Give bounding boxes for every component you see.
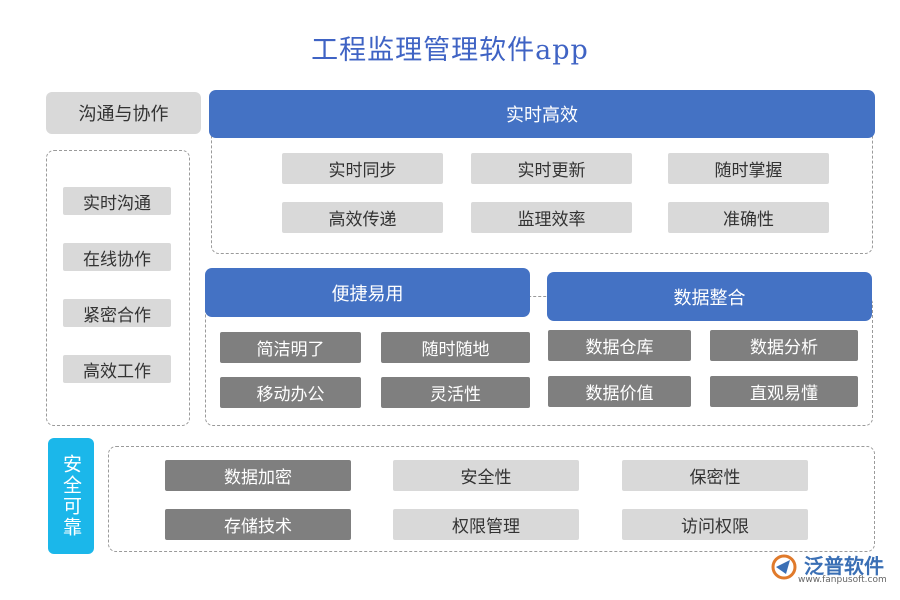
- security-item: 安全性: [393, 460, 579, 491]
- security-item: 数据加密: [165, 460, 351, 491]
- brand-logo: 泛普软件 www.fanpusoft.com: [770, 550, 890, 590]
- data-integration-item: 直观易懂: [710, 376, 858, 407]
- security-panel: [108, 446, 875, 552]
- communication-panel: [46, 150, 190, 426]
- data-integration-item: 数据价值: [548, 376, 691, 407]
- middle-panel: [205, 296, 873, 426]
- convenient-item: 随时随地: [381, 332, 530, 363]
- communication-item: 紧密合作: [63, 299, 171, 327]
- realtime-item: 监理效率: [471, 202, 632, 233]
- security-item: 权限管理: [393, 509, 579, 540]
- realtime-item: 实时更新: [471, 153, 632, 184]
- communication-item: 高效工作: [63, 355, 171, 383]
- security-header: 安全可靠: [48, 438, 94, 554]
- data-integration-item: 数据仓库: [548, 330, 691, 361]
- communication-item: 实时沟通: [63, 187, 171, 215]
- convenient-item: 移动办公: [220, 377, 361, 408]
- page-title: 工程监理管理软件app: [311, 35, 589, 66]
- realtime-item: 随时掌握: [668, 153, 829, 184]
- realtime-item: 准确性: [668, 202, 829, 233]
- communication-header: 沟通与协作: [46, 92, 201, 134]
- data-integration-item: 数据分析: [710, 330, 858, 361]
- convenient-item: 灵活性: [381, 377, 530, 408]
- convenient-header: 便捷易用: [205, 268, 530, 317]
- logo-url: www.fanpusoft.com: [798, 575, 887, 585]
- security-item: 访问权限: [622, 509, 808, 540]
- communication-item: 在线协作: [63, 243, 171, 271]
- logo-name: 泛普软件: [804, 554, 884, 578]
- realtime-item: 实时同步: [282, 153, 443, 184]
- security-item: 存储技术: [165, 509, 351, 540]
- realtime-item: 高效传递: [282, 202, 443, 233]
- data-integration-header: 数据整合: [547, 272, 872, 321]
- security-item: 保密性: [622, 460, 808, 491]
- realtime-header: 实时高效: [209, 90, 875, 138]
- logo-icon: [771, 554, 797, 580]
- convenient-item: 简洁明了: [220, 332, 361, 363]
